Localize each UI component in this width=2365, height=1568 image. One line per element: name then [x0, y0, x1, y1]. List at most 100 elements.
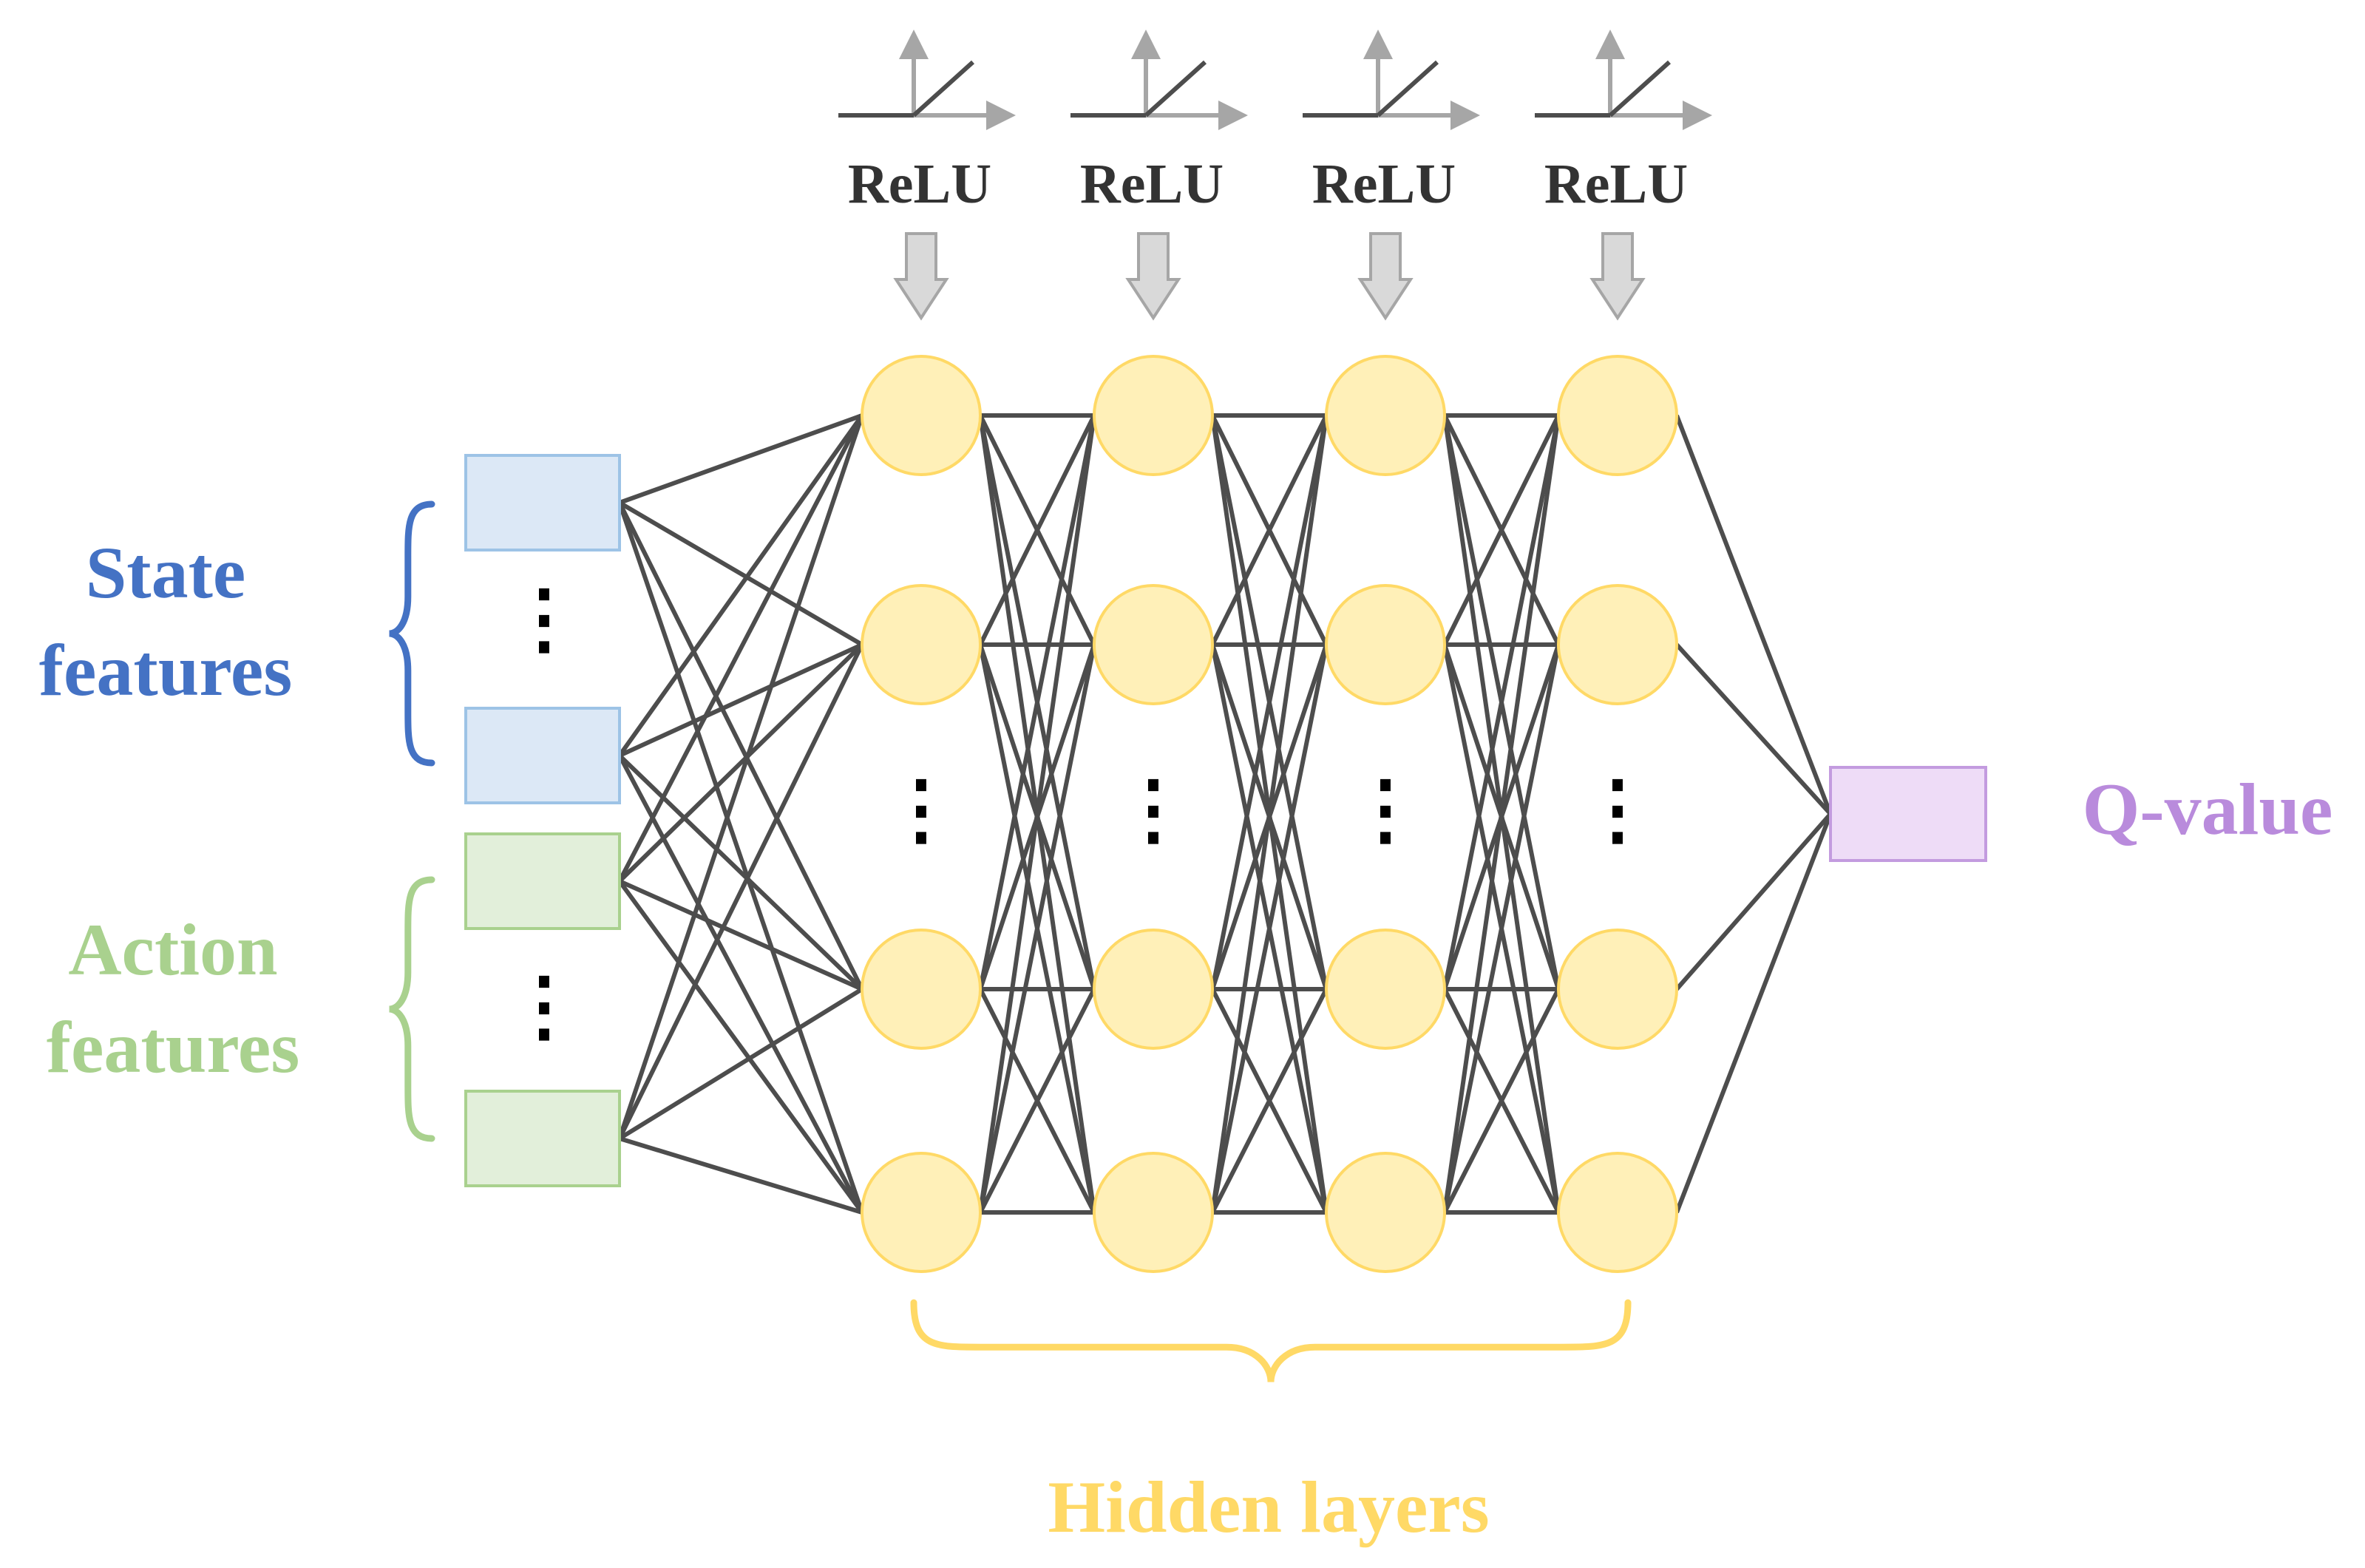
edge	[978, 988, 1096, 1214]
hidden-neuron	[1557, 584, 1678, 705]
edge	[618, 413, 863, 505]
braces	[388, 500, 1632, 1382]
edge	[978, 415, 1096, 990]
hidden-neuron	[861, 1152, 982, 1273]
state-label-line1: State	[86, 532, 246, 614]
hidden-neuron	[861, 584, 982, 705]
edge	[1442, 415, 1561, 990]
edge	[617, 880, 864, 1214]
down-arrow-icon	[893, 232, 949, 321]
output-label: Q-value	[2083, 768, 2333, 850]
edge	[1210, 988, 1329, 1214]
edge	[1442, 988, 1561, 1214]
edge	[619, 1136, 863, 1215]
edge	[1442, 644, 1561, 1213]
relu-graph-icon	[1535, 30, 1712, 130]
edge	[618, 500, 863, 647]
connections	[617, 413, 1833, 1215]
ellipsis-hidden-layer-1: ⋮	[883, 767, 960, 852]
relu-graph-icon	[838, 30, 1016, 130]
ellipsis-hidden-layer-3: ⋮	[1347, 767, 1424, 852]
edge	[617, 414, 864, 757]
edge	[1210, 414, 1329, 646]
activation-label: ReLU	[1312, 153, 1456, 215]
state-brace	[388, 500, 435, 767]
axis-arrowhead	[1683, 101, 1712, 130]
axis-arrowhead	[899, 30, 929, 59]
relu-positive-segment	[912, 60, 975, 118]
activation-label: ReLU	[1544, 153, 1688, 215]
hidden-layers-label: Hidden layers	[1048, 1466, 1489, 1548]
activation-label: ReLU	[848, 153, 991, 215]
relu-graph-icon	[1303, 30, 1480, 130]
edge	[978, 414, 1096, 646]
hidden-neuron	[861, 355, 982, 476]
edge	[1674, 812, 1833, 1214]
edge	[1210, 644, 1329, 1213]
ellipsis-hidden-layer-2: ⋮	[1115, 767, 1192, 852]
hidden-neuron	[1325, 1152, 1446, 1273]
edge	[1674, 812, 1833, 991]
axis-arrowhead	[1450, 101, 1480, 130]
action-label-line1: Action	[68, 909, 277, 991]
edge	[618, 879, 863, 991]
hidden-neuron	[1325, 355, 1446, 476]
hidden-neuron	[1325, 584, 1446, 705]
action-feature-box	[464, 1090, 621, 1187]
edge	[617, 502, 864, 1213]
edge	[617, 753, 864, 991]
edge	[617, 501, 864, 991]
hidden-layers-brace	[910, 1299, 1632, 1382]
down-arrow-icon	[1125, 232, 1181, 321]
edge	[1442, 414, 1561, 646]
hidden-neuron	[1093, 1152, 1214, 1273]
action-feature-box	[464, 832, 621, 930]
relu-positive-segment	[1376, 60, 1439, 118]
edge	[617, 415, 864, 1139]
state-feature-box	[464, 454, 621, 551]
q-value-box	[1829, 766, 1987, 862]
state-label-line2: features	[39, 629, 292, 711]
relu-graph-icon	[1070, 30, 1248, 130]
edge	[1674, 642, 1833, 816]
axis-arrowhead	[1131, 30, 1161, 59]
axis-arrowhead	[1363, 30, 1393, 59]
action-brace	[388, 876, 435, 1142]
action-label-line2: features	[47, 1006, 299, 1088]
edge	[617, 642, 864, 883]
nodes	[464, 355, 1987, 1273]
edge	[617, 754, 864, 1214]
axis-arrowhead	[986, 101, 1016, 130]
edge	[1210, 415, 1329, 1213]
hidden-neuron	[1093, 929, 1214, 1050]
edge	[1210, 415, 1329, 990]
hidden-neuron	[1557, 929, 1678, 1050]
edge	[618, 987, 863, 1141]
hidden-neuron	[861, 929, 982, 1050]
edge	[978, 644, 1096, 1213]
hidden-neuron	[1557, 355, 1678, 476]
ellipsis-state-inputs: ⋮	[506, 577, 583, 662]
ellipsis-hidden-layer-4: ⋮	[1579, 767, 1656, 852]
activation-label: ReLU	[1080, 153, 1224, 215]
edge	[617, 643, 864, 1140]
edge	[978, 415, 1096, 1213]
edge	[618, 642, 863, 758]
down-arrow-icon	[1357, 232, 1414, 321]
state-feature-box	[464, 707, 621, 804]
down-arrow-icon	[1589, 232, 1646, 321]
ellipsis-action-inputs: ⋮	[506, 964, 583, 1049]
edge	[617, 414, 864, 883]
hidden-neuron	[1325, 929, 1446, 1050]
edge	[1442, 415, 1561, 1213]
activation-icons	[838, 30, 1712, 321]
hidden-neuron	[1557, 1152, 1678, 1273]
axis-arrowhead	[1595, 30, 1625, 59]
relu-positive-segment	[1144, 60, 1207, 118]
hidden-neuron	[1093, 355, 1214, 476]
relu-positive-segment	[1608, 60, 1672, 118]
edge	[1674, 414, 1833, 815]
hidden-neuron	[1093, 584, 1214, 705]
axis-arrowhead	[1218, 101, 1248, 130]
